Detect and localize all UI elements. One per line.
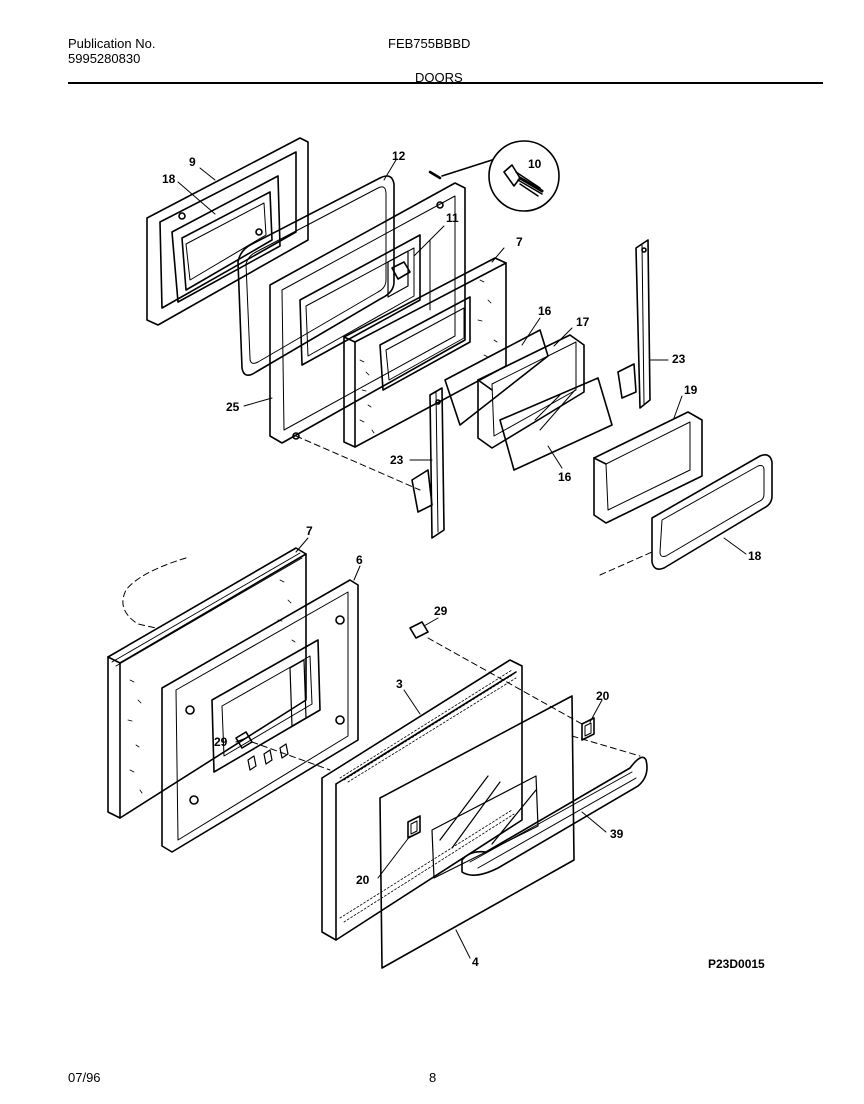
part-9-door-liner bbox=[146, 137, 309, 326]
assembly-guide-lines-upper bbox=[295, 435, 653, 576]
part-18-drawer-front bbox=[651, 454, 773, 570]
part-23-hinge-right bbox=[617, 239, 651, 409]
diagram-id: P23D0015 bbox=[708, 957, 765, 971]
part-7-insulation-lower bbox=[107, 547, 307, 819]
callout-3: 3 bbox=[396, 677, 403, 691]
part-4-outer-glass-door bbox=[379, 695, 575, 969]
callout-23-left: 23 bbox=[390, 453, 404, 467]
footer-date: 07/96 bbox=[68, 1070, 101, 1085]
callout-leaders bbox=[177, 159, 747, 959]
part-19-drawer-tray bbox=[593, 411, 703, 524]
part-3-door-frame bbox=[321, 659, 523, 941]
callout-4: 4 bbox=[472, 955, 479, 969]
callout-18-upper: 18 bbox=[162, 172, 176, 186]
section-title: DOORS bbox=[415, 70, 463, 85]
callout-23-right: 23 bbox=[672, 352, 686, 366]
callout-18-lower: 18 bbox=[748, 549, 762, 563]
callout-20-left: 20 bbox=[356, 873, 370, 887]
callout-12: 12 bbox=[392, 149, 406, 163]
callout-16-upper: 16 bbox=[538, 304, 552, 318]
header-divider bbox=[68, 82, 823, 84]
part-20-bracket-right bbox=[581, 717, 595, 741]
callout-10: 10 bbox=[528, 157, 542, 171]
part-29-plug-upper bbox=[409, 621, 429, 639]
callout-7-lower: 7 bbox=[306, 524, 313, 538]
publication-number: 5995280830 bbox=[68, 51, 141, 66]
part-20-bracket-left bbox=[407, 815, 421, 839]
part-25-inner-panel bbox=[269, 182, 466, 444]
part-16-glass-lower bbox=[499, 377, 613, 471]
part-23-hinge-left bbox=[411, 387, 445, 539]
callout-25: 25 bbox=[226, 400, 240, 414]
part-11-clip bbox=[391, 261, 411, 280]
part-10-screw bbox=[428, 140, 560, 212]
part-6-inner-panel bbox=[161, 579, 359, 853]
callout-7-upper: 7 bbox=[516, 235, 523, 249]
callout-29-lower: 29 bbox=[214, 735, 228, 749]
callout-20-right: 20 bbox=[596, 689, 610, 703]
part-16-glass-upper bbox=[444, 329, 549, 426]
part-12-gasket bbox=[237, 175, 395, 376]
page-number: 8 bbox=[429, 1070, 437, 1085]
callout-6: 6 bbox=[356, 553, 363, 567]
publication-label: Publication No. bbox=[68, 36, 156, 51]
callout-9: 9 bbox=[189, 155, 196, 169]
callout-17: 17 bbox=[576, 315, 590, 329]
callout-19: 19 bbox=[684, 383, 698, 397]
callout-16-lower: 16 bbox=[558, 470, 572, 484]
callout-29-upper: 29 bbox=[434, 604, 448, 618]
model-number: FEB755BBBD bbox=[388, 36, 471, 51]
part-39-handle bbox=[461, 756, 648, 876]
part-17-glass-frame bbox=[477, 334, 585, 449]
assembly-guide-lines-lower bbox=[122, 557, 641, 771]
callout-11: 11 bbox=[446, 211, 459, 225]
callout-39: 39 bbox=[610, 827, 624, 841]
